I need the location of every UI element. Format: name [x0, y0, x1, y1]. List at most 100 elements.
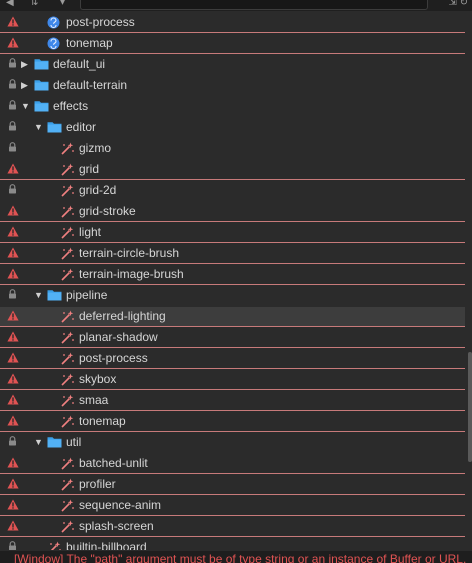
tree-row[interactable]: ▼ effects: [0, 97, 465, 117]
lock-icon[interactable]: [8, 79, 20, 91]
tree-row[interactable]: planar-shadow: [0, 328, 465, 348]
tree-row-label: pipeline: [66, 288, 108, 302]
folder-icon: [47, 121, 62, 134]
tree-row[interactable]: batched-unlit: [0, 454, 465, 474]
tree-row-label: smaa: [79, 393, 109, 407]
console-bar: [Window] The "path" argument must be of …: [0, 551, 472, 563]
warning-icon: [7, 205, 19, 217]
caret-down-icon[interactable]: ▼: [34, 290, 43, 300]
scrollbar-track[interactable]: [467, 13, 472, 550]
effect-icon: [60, 184, 75, 197]
warning-icon: [7, 457, 19, 469]
lock-icon[interactable]: [8, 121, 20, 133]
warning-icon: [7, 16, 19, 28]
effect-icon: [60, 352, 75, 365]
effect-icon: [60, 499, 75, 512]
warning-icon: [7, 163, 19, 175]
caret-right-icon[interactable]: ▶: [21, 59, 28, 69]
asset-toolbar: ◀ ⇅ ▾ ⇲ ↻: [0, 0, 472, 11]
tree-row-label: profiler: [79, 477, 116, 491]
warning-icon: [7, 247, 19, 259]
tree-row[interactable]: terrain-image-brush: [0, 265, 465, 285]
lock-icon[interactable]: [8, 100, 20, 112]
effect-icon: [60, 268, 75, 281]
tree-row[interactable]: builtin-billboard: [0, 538, 465, 550]
caret-down-icon[interactable]: ▼: [34, 437, 43, 447]
script-icon: [47, 16, 62, 29]
effect-icon: [60, 163, 75, 176]
effect-icon: [47, 541, 62, 550]
toolbar-actions-icon[interactable]: ⇲ ↻: [448, 0, 468, 8]
filter-icon[interactable]: ▾: [60, 0, 66, 8]
tree-row[interactable]: skybox: [0, 370, 465, 390]
tree-row[interactable]: deferred-lighting: [0, 307, 465, 327]
lock-icon[interactable]: [8, 436, 20, 448]
sort-icon[interactable]: ⇅: [30, 0, 39, 8]
warning-icon: [7, 499, 19, 511]
warning-icon: [7, 310, 19, 322]
tree-row-label: grid-2d: [79, 183, 117, 197]
tree-row[interactable]: post-process: [0, 349, 465, 369]
tree-row-label: splash-screen: [79, 519, 154, 533]
folder-icon: [34, 58, 49, 71]
tree-row-label: default-terrain: [53, 78, 128, 92]
tree-row[interactable]: gizmo: [0, 139, 465, 159]
tree-row[interactable]: grid-stroke: [0, 202, 465, 222]
lock-icon[interactable]: [8, 541, 20, 550]
effect-icon: [60, 205, 75, 218]
tree-row-label: util: [66, 435, 82, 449]
tree-row[interactable]: splash-screen: [0, 517, 465, 537]
lock-icon[interactable]: [8, 289, 20, 301]
effect-icon: [60, 142, 75, 155]
tree-row[interactable]: profiler: [0, 475, 465, 495]
search-input[interactable]: [80, 0, 428, 10]
warning-icon: [7, 352, 19, 364]
caret-down-icon[interactable]: ▼: [21, 101, 30, 111]
tree-row[interactable]: ▶ default-terrain: [0, 76, 465, 96]
warning-icon: [7, 268, 19, 280]
tree-row[interactable]: grid-2d: [0, 181, 465, 201]
tree-row[interactable]: ▶default_ui: [0, 55, 465, 75]
lock-icon[interactable]: [8, 142, 20, 154]
caret-down-icon[interactable]: ▼: [34, 122, 43, 132]
lock-icon[interactable]: [8, 184, 20, 196]
script-icon: [47, 37, 62, 50]
effect-icon: [60, 310, 75, 323]
lock-icon[interactable]: [8, 58, 20, 70]
warning-icon: [7, 226, 19, 238]
tree-row-label: sequence-anim: [79, 498, 162, 512]
tree-row-label: terrain-image-brush: [79, 267, 184, 281]
tree-row-label: grid: [79, 162, 100, 176]
tree-row[interactable]: tonemap: [0, 34, 465, 54]
tree-row[interactable]: ▼ editor: [0, 118, 465, 138]
tree-row-label: batched-unlit: [79, 456, 148, 470]
warning-icon: [7, 394, 19, 406]
tree-row[interactable]: terrain-circle-brush: [0, 244, 465, 264]
tree-row[interactable]: tonemap: [0, 412, 465, 432]
back-icon[interactable]: ◀: [6, 0, 14, 8]
effect-icon: [60, 457, 75, 470]
tree-row[interactable]: light: [0, 223, 465, 243]
warning-icon: [7, 37, 19, 49]
tree-row[interactable]: grid: [0, 160, 465, 180]
tree-row-label: editor: [66, 120, 97, 134]
tree-row[interactable]: sequence-anim: [0, 496, 465, 516]
effect-icon: [60, 415, 75, 428]
effect-icon: [60, 478, 75, 491]
effect-icon: [60, 226, 75, 239]
folder-icon: [47, 436, 62, 449]
tree-row[interactable]: ▼ util: [0, 433, 465, 453]
tree-row[interactable]: smaa: [0, 391, 465, 411]
tree-row-label: light: [79, 225, 102, 239]
scrollbar-thumb[interactable]: [468, 352, 472, 462]
warning-icon: [7, 478, 19, 490]
warning-icon: [7, 415, 19, 427]
tree-row-label: effects: [53, 99, 89, 113]
tree-row[interactable]: post-process: [0, 13, 465, 33]
tree-row[interactable]: ▼ pipeline: [0, 286, 465, 306]
caret-right-icon[interactable]: ▶: [21, 80, 28, 90]
folder-icon: [34, 100, 49, 113]
tree-row-label: tonemap: [79, 414, 126, 428]
effect-icon: [60, 247, 75, 260]
